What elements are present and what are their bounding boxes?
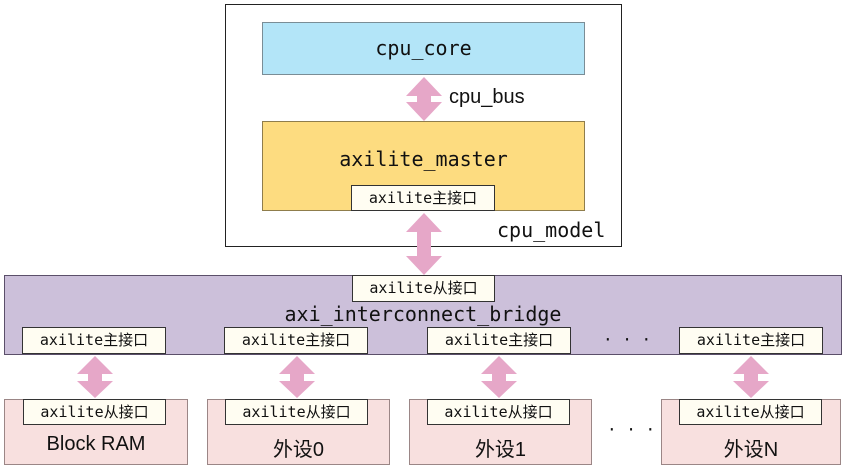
axilite-master-label: axilite_master [339,147,508,171]
bridge-master-port-2: axilite主接口 [427,327,571,354]
device-name-peripheral-n: 外设N [723,439,779,461]
device-port-peripheral-n: axilite从接口 [679,399,822,425]
axilite-master-port: axilite主接口 [351,185,495,211]
bridge-slave-port: axilite从接口 [352,275,495,302]
device-port-block-ram: axilite从接口 [23,399,166,425]
dev-arrow-shape-0 [77,356,113,398]
bridge-ellipsis: · · · [603,330,652,349]
cpu-core-label: cpu_core [375,36,472,60]
device-name-peripheral-1: 外设1 [474,439,527,461]
dev-arrow-shape-2 [481,356,517,398]
bridge-master-port-1: axilite主接口 [224,327,368,354]
device-port-peripheral-1: axilite从接口 [427,399,570,425]
cpu-model-label: cpu_model [497,218,606,242]
device-name-peripheral-0: 外设0 [272,439,325,461]
cpu-bus-label: cpu_bus [449,86,525,108]
devices-ellipsis: · · · [607,420,656,439]
bridge-master-port-0: axilite主接口 [22,327,166,354]
bridge-master-port-3: axilite主接口 [679,327,823,354]
device-port-peripheral-0: axilite从接口 [225,399,368,425]
cpu-core-box [262,22,585,75]
device-name-block-ram: Block RAM [46,433,146,455]
bridge-label: axi_interconnect_bridge [284,302,562,326]
dev-arrow-shape-3 [733,356,769,398]
dev-arrow-shape-1 [279,356,315,398]
